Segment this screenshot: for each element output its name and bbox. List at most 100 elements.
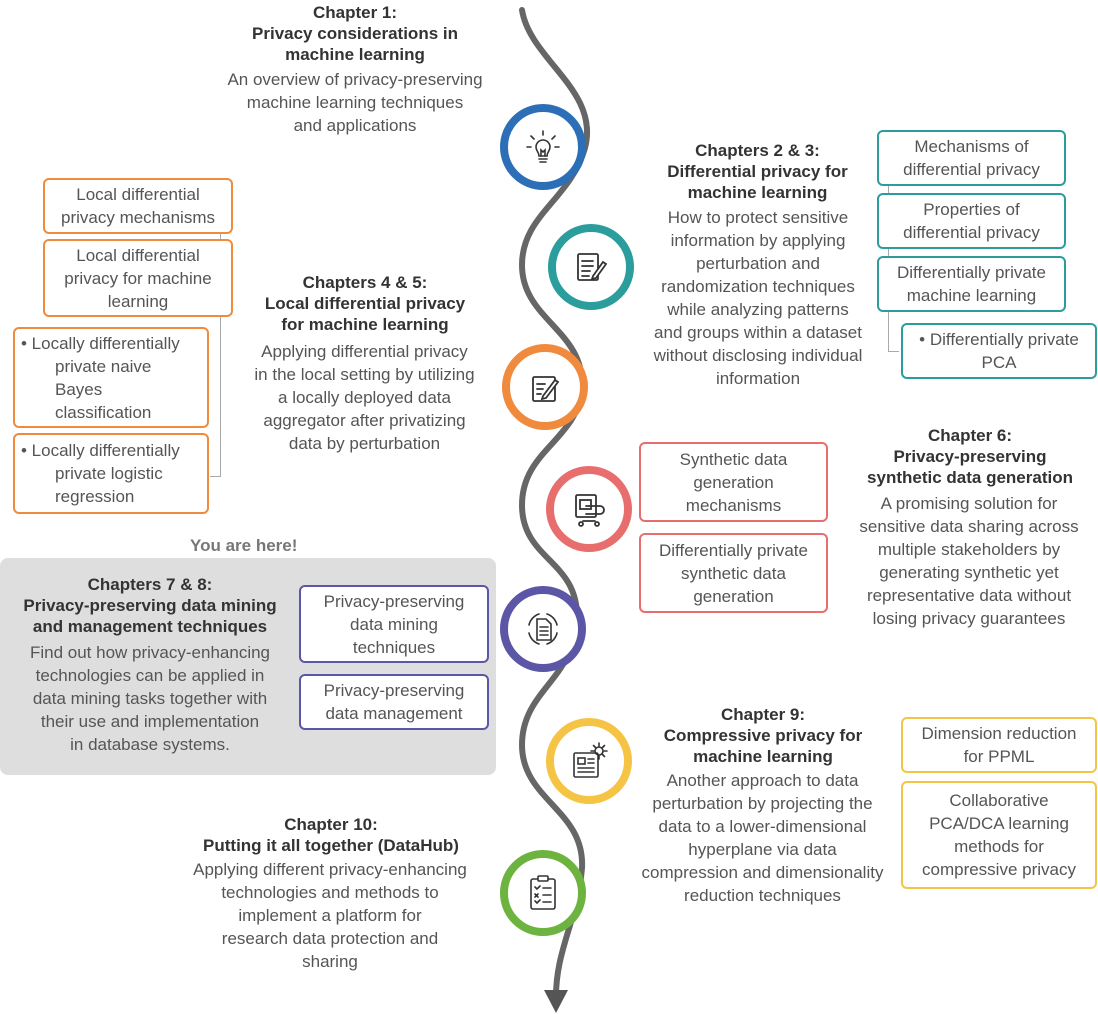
ch78-subtitle-l2: and management techniques bbox=[32, 617, 268, 636]
ch1-heading: Chapter 1: Privacy considerations in mac… bbox=[200, 2, 510, 65]
ch78-title: Chapters 7 & 8: bbox=[87, 575, 213, 594]
ch6-desc-l6: losing privacy guarantees bbox=[872, 609, 1066, 628]
ch1-description: An overview of privacy-preserving machin… bbox=[195, 68, 515, 137]
box-line: PCA/DCA learning bbox=[929, 814, 1069, 833]
ch9-desc-l6: reduction techniques bbox=[684, 886, 841, 905]
ch78-heading: Chapters 7 & 8: Privacy-preserving data … bbox=[5, 574, 295, 637]
ch1-desc-l3: and applications bbox=[293, 116, 417, 135]
report-gear-icon bbox=[573, 742, 608, 778]
box-line: classification bbox=[55, 402, 152, 422]
ch10-node bbox=[500, 850, 586, 936]
box-line: Differentially private bbox=[659, 540, 808, 560]
ch1-desc-l1: An overview of privacy-preserving bbox=[227, 70, 483, 89]
ch6-title: Chapter 6: bbox=[927, 426, 1013, 445]
ch9-node bbox=[546, 718, 632, 804]
box-line: mechanisms bbox=[685, 495, 782, 515]
box-line: Privacy-preserving bbox=[323, 591, 465, 611]
ch10-desc-l5: sharing bbox=[302, 952, 358, 971]
ch1-subtitle-l2: machine learning bbox=[285, 45, 425, 64]
ch1-subtitle-l1: Privacy considerations in bbox=[252, 24, 458, 43]
box-line: learning bbox=[107, 291, 169, 311]
ch9-subtitle-l1: Compressive privacy for bbox=[663, 726, 863, 745]
ch9-desc-l1: Another approach to data bbox=[666, 771, 859, 790]
ch23-desc-l7: without disclosing individual bbox=[653, 346, 863, 365]
ch23-description: How to protect sensitive information by … bbox=[628, 206, 888, 390]
ch9-desc-l4: hyperplane via data bbox=[688, 840, 837, 859]
box-line: Properties of bbox=[923, 200, 1020, 219]
box-line: Collaborative bbox=[949, 791, 1049, 810]
ch1-node bbox=[500, 104, 586, 190]
box-line: differential privacy bbox=[903, 160, 1040, 179]
ch45-title: Chapters 4 & 5: bbox=[302, 273, 428, 292]
ch23-desc-l3: perturbation and bbox=[696, 254, 820, 273]
box-line: compressive privacy bbox=[922, 860, 1076, 879]
ch9-description: Another approach to data perturbation by… bbox=[625, 769, 900, 907]
box-line: Differentially private bbox=[897, 263, 1046, 282]
ch23-title: Chapters 2 & 3: bbox=[695, 141, 820, 160]
ch78-description: Find out how privacy-enhancing technolog… bbox=[5, 641, 295, 756]
ch10-desc-l2: technologies and methods to bbox=[221, 883, 439, 902]
ch45-box-ldp-naive-bayes: • Locally differentially private naive B… bbox=[13, 327, 209, 428]
ch6-desc-l2: sensitive data sharing across bbox=[859, 517, 1079, 536]
ch78-node bbox=[500, 586, 586, 672]
ch6-desc-l5: representative data without bbox=[866, 586, 1072, 605]
ch45-desc-l1: Applying differential privacy bbox=[261, 342, 468, 361]
clipboard-checklist-icon bbox=[530, 875, 556, 910]
ch23-desc-l8: information bbox=[715, 369, 801, 388]
ch78-desc-l2: technologies can be applied in bbox=[35, 666, 265, 685]
ch23-desc-l4: randomization techniques bbox=[661, 277, 855, 296]
box-line: Synthetic data bbox=[679, 449, 788, 469]
box-line: data management bbox=[325, 704, 463, 723]
ch78-desc-l1: Find out how privacy-enhancing bbox=[29, 643, 271, 662]
ch23-desc-l6: and groups within a dataset bbox=[654, 323, 862, 342]
ch1-desc-l2: machine learning techniques bbox=[246, 93, 464, 112]
ch6-desc-l1: A promising solution for bbox=[880, 494, 1058, 513]
ch45-heading: Chapters 4 & 5: Local differential priva… bbox=[235, 272, 495, 335]
box-line: private naive bbox=[55, 356, 152, 376]
ch10-desc-l1: Applying different privacy-enhancing bbox=[193, 860, 467, 879]
ch6-heading: Chapter 6: Privacy-preserving synthetic … bbox=[842, 425, 1098, 488]
box-line: private logistic bbox=[55, 464, 163, 483]
ch6-node bbox=[546, 466, 632, 552]
ch23-box-mechanisms: Mechanisms of differential privacy bbox=[877, 130, 1066, 186]
lightbulb-icon bbox=[526, 130, 560, 163]
ch9-desc-l2: perturbation by projecting the bbox=[652, 794, 873, 813]
ch10-subtitle-l1: Putting it all together (DataHub) bbox=[203, 836, 459, 855]
ch6-desc-l3: multiple stakeholders by bbox=[877, 540, 1061, 559]
ch9-subtitle-l2: machine learning bbox=[693, 747, 833, 766]
ch10-desc-l3: implement a platform for bbox=[238, 906, 422, 925]
ch23-node bbox=[548, 224, 634, 310]
ch23-desc-l5: while analyzing patterns bbox=[667, 300, 849, 319]
ch78-desc-l4: their use and implementation bbox=[40, 712, 260, 731]
box-line: Mechanisms of bbox=[914, 137, 1029, 156]
box-line: • Locally differentially bbox=[21, 333, 180, 353]
ch10-desc-l4: research data protection and bbox=[221, 929, 439, 948]
document-cycle-icon bbox=[528, 613, 558, 645]
edit-document-icon bbox=[532, 376, 560, 402]
ch6-desc-l4: generating synthetic yet bbox=[879, 563, 1059, 582]
ch23-desc-l2: information by applying bbox=[670, 231, 846, 250]
ch9-desc-l5: compression and dimensionality bbox=[641, 863, 884, 882]
box-line: generation bbox=[693, 586, 774, 606]
document-clip-icon bbox=[575, 494, 605, 527]
ch6-subtitle-l2: synthetic data generation bbox=[867, 468, 1073, 487]
ch6-box-dp-synthetic: Differentially private synthetic data gene… bbox=[639, 533, 828, 613]
ch10-heading: Chapter 10: Putting it all together (Dat… bbox=[170, 814, 492, 856]
box-line: Local differential bbox=[76, 185, 200, 204]
ch78-subtitle-l1: Privacy-preserving data mining bbox=[23, 596, 277, 615]
ch45-subtitle-l1: Local differential privacy bbox=[264, 294, 466, 313]
ch9-title: Chapter 9: bbox=[720, 705, 806, 724]
box-line: data mining bbox=[350, 614, 438, 634]
ch6-subtitle-l1: Privacy-preserving bbox=[893, 447, 1047, 466]
ch45-desc-l3: a locally deployed data bbox=[278, 388, 451, 407]
box-line: methods for bbox=[954, 837, 1044, 856]
box-line: Local differential bbox=[76, 245, 200, 265]
ch45-subtitle-l2: for machine learning bbox=[281, 315, 449, 334]
box-line: synthetic data bbox=[681, 563, 786, 583]
box-line: Privacy-preserving bbox=[323, 681, 465, 700]
